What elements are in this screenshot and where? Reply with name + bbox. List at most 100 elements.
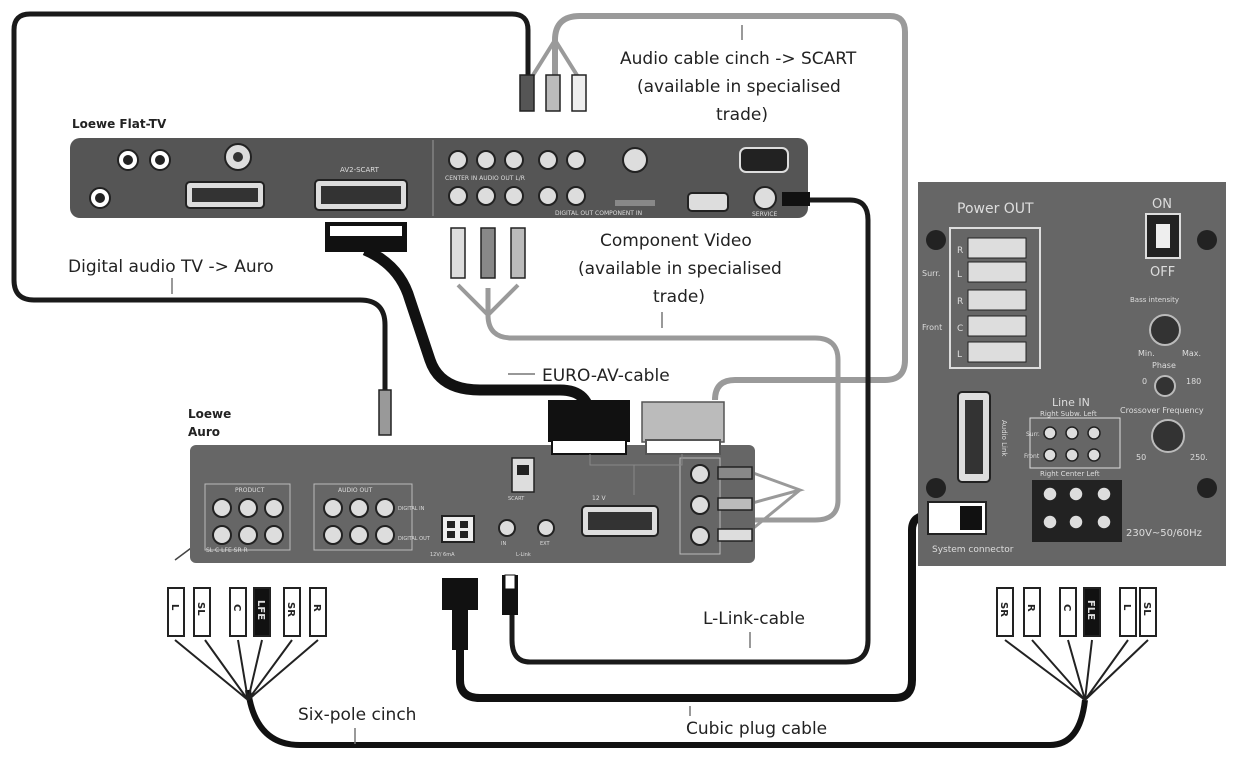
audio-cable-label-1: Audio cable cinch -> SCART xyxy=(620,49,857,69)
sub-c-label: C xyxy=(957,324,963,334)
tv-coax-jack xyxy=(224,143,252,171)
sub-front-short: Front xyxy=(1024,453,1040,460)
sub-audio-link-label: Audio Link xyxy=(1000,420,1008,457)
sub-r1-label: R xyxy=(957,246,963,256)
tv-din-jack xyxy=(622,147,648,173)
auro-scart-socket xyxy=(581,505,659,537)
component-label-2: (available in specialised xyxy=(578,259,782,279)
sub-freq-50: 50 xyxy=(1136,453,1146,462)
auro-power-socket xyxy=(441,515,475,543)
auro-device-label-2: Auro xyxy=(188,425,220,439)
tv-component-plugs xyxy=(450,227,526,279)
component-label-3: trade) xyxy=(653,287,705,307)
fan-right xyxy=(1004,639,1149,701)
component-branch xyxy=(456,283,520,318)
sub-power-switch-rocker xyxy=(1156,224,1170,248)
sub-l2-label: L xyxy=(957,350,962,360)
tv-antenna-jacks xyxy=(89,149,171,209)
auro-llink-plug xyxy=(502,574,518,615)
auro-digital-in-label: DIGITAL IN xyxy=(398,506,425,512)
audio-scart-cable xyxy=(552,13,908,401)
sub-crossover-label: Crossover Frequency xyxy=(1120,406,1204,415)
sub-bass-knob xyxy=(1149,314,1181,346)
plug-left-1: L xyxy=(167,587,185,637)
svg-text:SL: SL xyxy=(1141,602,1152,616)
auro-llink-in-jack xyxy=(498,519,516,537)
l-link-label: L-Link-cable xyxy=(703,609,805,629)
sub-bass-intensity: Bass intensity xyxy=(1130,296,1179,304)
tv-center-in-label: CENTER IN AUDIO OUT L/R xyxy=(445,175,525,182)
six-pole-cable xyxy=(245,689,1088,748)
auro-switch-knob xyxy=(517,465,529,475)
plug-left-4: LFE xyxy=(253,587,271,637)
svg-text:SR: SR xyxy=(998,602,1009,617)
sub-audio-link-inner xyxy=(965,400,983,474)
sub-surr-short: Surr. xyxy=(1026,431,1040,438)
component-label-1: Component Video xyxy=(600,231,752,251)
sub-crossover-knob xyxy=(1151,419,1185,453)
sub-right-center-left: Right Center Left xyxy=(1040,470,1100,478)
auro-12v-label: 12V/ 6mA xyxy=(430,552,455,558)
sub-right-subw-left: Right Subw. Left xyxy=(1040,410,1097,418)
scart-connector-lines xyxy=(589,454,683,495)
sub-line-in-jacks xyxy=(1043,426,1101,462)
tv-separator xyxy=(432,140,434,216)
tv-service-label: SERVICE xyxy=(752,211,778,218)
left-plugs: L SL C LFE SR R xyxy=(167,587,327,637)
audio-scart-branch xyxy=(528,38,582,82)
auro-digital-plug xyxy=(378,389,392,436)
sub-r2-label: R xyxy=(957,297,963,307)
tv-euro-scart-plug xyxy=(325,222,407,252)
plug-right-5: L xyxy=(1119,587,1137,637)
sub-on-label: ON xyxy=(1152,197,1172,212)
auro-llink-label: L-Link xyxy=(516,552,531,558)
sub-speaker-terminals xyxy=(967,237,1027,363)
auro-euro-av-plug xyxy=(548,400,630,455)
auro-digital-out-label: DIGITAL OUT xyxy=(398,536,431,542)
tv-service-jack xyxy=(753,186,777,210)
svg-text:L: L xyxy=(1121,604,1132,611)
sub-phase-knob xyxy=(1154,375,1176,397)
sub-speaker-block xyxy=(949,227,1041,369)
plug-right-1: SR xyxy=(996,587,1014,637)
svg-text:C: C xyxy=(1061,604,1072,611)
fan-left xyxy=(174,639,319,701)
tv-power-socket xyxy=(739,147,789,173)
leader-lines xyxy=(171,25,751,744)
auro-product-jacks xyxy=(212,498,284,545)
auro-audio-out-label: AUDIO OUT xyxy=(338,487,373,494)
svg-text:L: L xyxy=(169,604,180,611)
right-plugs: SR R C FLE L SL xyxy=(996,587,1157,637)
auro-llink-ext-jack xyxy=(537,519,555,537)
plug-left-3: C xyxy=(229,587,247,637)
tv-slot xyxy=(615,200,655,206)
sub-power-out: Power OUT xyxy=(957,201,1034,217)
sub-system-connector-label: System connector xyxy=(932,545,1014,555)
auro-right-plugs xyxy=(717,466,753,542)
auro-ext-label: EXT xyxy=(540,541,550,547)
auro-12v-scart-label: 12 V xyxy=(592,495,607,502)
cubic-plug-cable xyxy=(456,511,931,702)
digital-audio-label: Digital audio TV -> Auro xyxy=(68,257,274,277)
svg-text:R: R xyxy=(311,604,322,612)
sub-l1-label: L xyxy=(957,270,962,280)
sub-front-label: Front xyxy=(922,323,942,332)
sub-line-in-label: Line IN xyxy=(1052,396,1090,409)
tv-av2-scart xyxy=(314,179,408,211)
auro-in-label: IN xyxy=(501,541,506,547)
audio-cable-label-3: trade) xyxy=(716,105,768,125)
svg-text:FLE: FLE xyxy=(1085,600,1096,620)
tv-scart-1 xyxy=(185,181,265,209)
svg-text:LFE: LFE xyxy=(255,600,266,620)
sub-min-label: Min. xyxy=(1138,349,1155,358)
tv-cinch-row-bottom xyxy=(448,186,586,206)
tv-llink-plug xyxy=(782,192,810,206)
tv-cinch-row-top xyxy=(448,150,586,170)
auro-product-label: PRODUCT xyxy=(235,487,265,494)
plug-right-2: R xyxy=(1023,587,1041,637)
tv-vga-port xyxy=(687,192,729,212)
svg-text:SR: SR xyxy=(285,602,296,617)
sub-phase-0: 0 xyxy=(1142,377,1147,386)
euro-av-cable xyxy=(362,244,596,421)
